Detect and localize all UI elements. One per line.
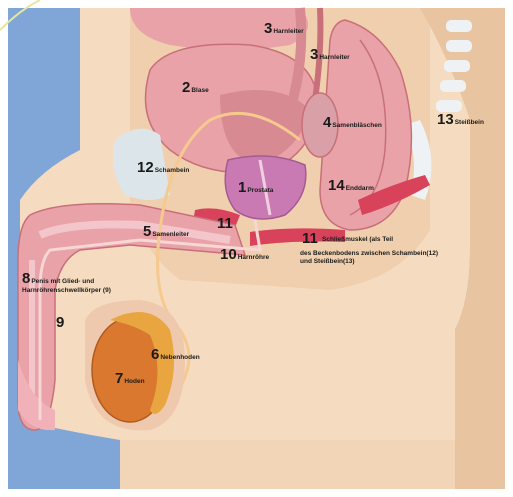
thigh [120, 440, 455, 489]
label-pubic-bone: 12Schambein [137, 160, 189, 176]
label-sphincter: 11 [302, 231, 318, 247]
label-testis: 7Hoden [115, 371, 145, 387]
label-sphincter-text: Schließmuskel (als Teil [322, 236, 393, 244]
label-corpus-9: 9 [56, 315, 64, 331]
label-rectum: 14Enddarm [328, 178, 374, 194]
label-sphincter-text-2: des Beckenbodens zwischen Schambein(12) … [300, 250, 438, 266]
label-ureter-1: 3Harnleiter [264, 21, 304, 37]
label-urethra: 10Harnröhre [220, 247, 269, 263]
label-penis-line2: Harnröhrenschwellkörper (9) [22, 287, 111, 295]
label-bladder: 2Blase [182, 80, 209, 96]
label-muscle-11: 11 [217, 216, 233, 232]
label-vas-deferens: 5Samenleiter [143, 224, 189, 240]
label-prostate: 1Prostata [238, 180, 273, 196]
label-penis: 8Penis mit Glied- und [22, 271, 94, 287]
label-seminal-vesicle: 4Samenbläschen [323, 115, 382, 131]
label-epididymis: 6Nebenhoden [151, 347, 200, 363]
label-ureter-2: 3Harnleiter [310, 47, 350, 63]
label-coccyx: 13Steißbein [437, 112, 484, 128]
